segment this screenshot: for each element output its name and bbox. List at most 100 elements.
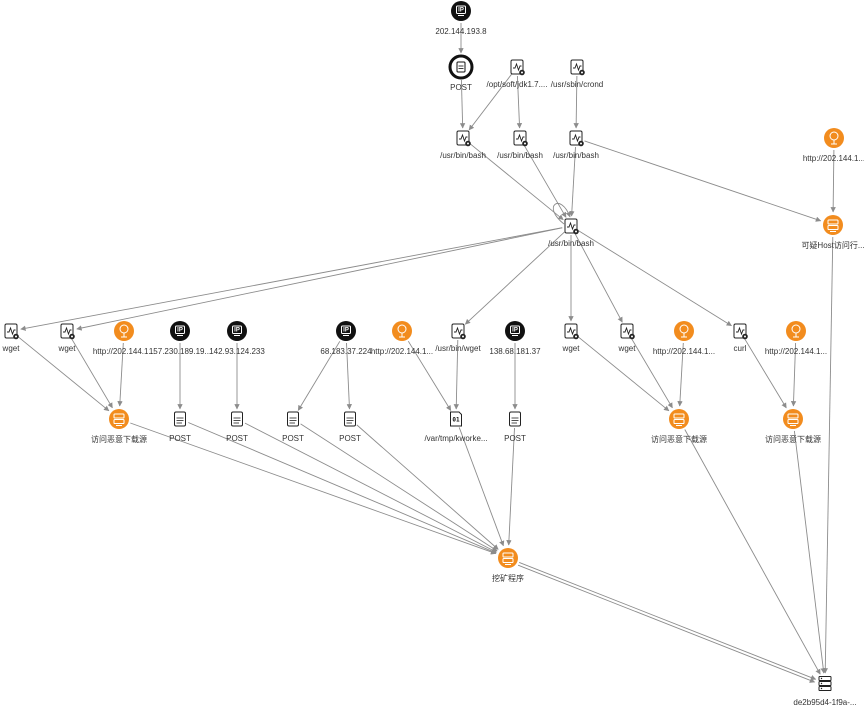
node-label: POST bbox=[226, 434, 248, 443]
node-alert_dl3[interactable]: 访问恶意下载源 bbox=[765, 409, 821, 444]
url-icon bbox=[786, 321, 806, 341]
node-ip_top[interactable]: IP 202.144.193.8 bbox=[435, 1, 487, 36]
node-bash_c[interactable]: /usr/bin/bash bbox=[548, 218, 594, 248]
node-label: POST bbox=[504, 434, 526, 443]
url-icon bbox=[114, 321, 134, 341]
edge-url_a-to-alert_dl1 bbox=[117, 342, 124, 407]
node-crond[interactable]: /usr/sbin/crond bbox=[551, 59, 603, 89]
node-label: de2b95d4-1f9a-... bbox=[793, 698, 856, 706]
process-icon bbox=[60, 323, 75, 340]
node-alert_dl2[interactable]: 访问恶意下载源 bbox=[651, 409, 707, 444]
node-label: http://202.144.1... bbox=[653, 347, 715, 356]
process-icon bbox=[570, 59, 585, 76]
node-label: /usr/bin/bash bbox=[553, 151, 599, 160]
edge-wget_b-to-alert_dl1 bbox=[71, 338, 113, 409]
svg-text:IP: IP bbox=[234, 328, 240, 334]
edge-jdk-to-bash2 bbox=[516, 75, 523, 129]
edge-url_c-to-alert_dl2 bbox=[677, 342, 684, 407]
node-label: 访问恶意下载源 bbox=[91, 434, 147, 444]
edge-curl-to-alert_dl3 bbox=[744, 338, 787, 409]
node-label: 可疑Host访问行... bbox=[801, 240, 864, 250]
edge-alert_host-to-host bbox=[822, 236, 834, 674]
node-bash3[interactable]: /usr/bin/bash bbox=[553, 130, 599, 160]
node-alert_dl1[interactable]: 访问恶意下载源 bbox=[91, 409, 147, 444]
node-label: 202.144.193.8 bbox=[435, 27, 487, 36]
node-post_top[interactable]: POST bbox=[448, 54, 474, 92]
node-wget_d[interactable]: wget bbox=[618, 323, 637, 353]
node-wget_a[interactable]: wget bbox=[2, 323, 21, 353]
node-label: 挖矿程序 bbox=[492, 573, 524, 583]
edge-post_1-to-mining bbox=[188, 422, 497, 554]
node-post_1[interactable]: POST bbox=[169, 411, 191, 443]
edge-bash_c-to-wget_a bbox=[20, 227, 563, 331]
ip-icon: IP bbox=[336, 321, 356, 341]
edge-post_top-to-bash1 bbox=[459, 79, 466, 129]
edge-post_4-to-mining bbox=[356, 424, 499, 550]
node-label: POST bbox=[282, 434, 304, 443]
node-mining[interactable]: 挖矿程序 bbox=[492, 548, 524, 583]
url-icon bbox=[392, 321, 412, 341]
node-url_d[interactable]: http://202.144.1... bbox=[765, 321, 827, 356]
node-bash1[interactable]: /usr/bin/bash bbox=[440, 130, 486, 160]
node-icon bbox=[344, 411, 356, 427]
ip-icon: IP bbox=[170, 321, 190, 341]
edge-bash_c-to-wget_d bbox=[574, 233, 623, 323]
node-label: 68.183.37.224 bbox=[320, 347, 372, 356]
edge-bash_c-to-wget_b bbox=[76, 227, 563, 331]
node-alert_host[interactable]: 可疑Host访问行... bbox=[801, 215, 864, 250]
edge-wget_d-to-alert_dl2 bbox=[631, 338, 673, 409]
node-label: wget bbox=[562, 344, 581, 353]
edge-url_tr-to-alert_host bbox=[830, 149, 836, 213]
node-icon bbox=[509, 411, 521, 427]
edge-bash_c-to-curl bbox=[578, 230, 732, 327]
node-wget_c[interactable]: wget bbox=[562, 323, 581, 353]
node-bash2[interactable]: /usr/bin/bash bbox=[497, 130, 543, 160]
node-label: curl bbox=[734, 344, 747, 353]
node-host[interactable]: de2b95d4-1f9a-... bbox=[793, 676, 857, 706]
svg-text:IP: IP bbox=[177, 328, 183, 334]
node-wget_path[interactable]: /usr/bin/wget bbox=[435, 323, 481, 353]
svg-text:IP: IP bbox=[512, 328, 518, 334]
node-ip_68[interactable]: IP 68.183.37.224 bbox=[320, 321, 372, 356]
edge-mining-to-host bbox=[519, 561, 817, 681]
process-icon bbox=[564, 218, 579, 235]
node-label: http://202.144.1... bbox=[803, 154, 864, 163]
edge-alert_dl3-to-host bbox=[793, 430, 826, 674]
process-icon bbox=[620, 323, 635, 340]
node-url_c[interactable]: http://202.144.1... bbox=[653, 321, 715, 356]
node-label: http://202.144.1... bbox=[765, 347, 827, 356]
edge-bash2-to-bash_c bbox=[524, 145, 567, 218]
edge-bash3-to-bash_c bbox=[569, 146, 576, 217]
node-label: 157.230.189.19... bbox=[149, 347, 211, 356]
node-url_b[interactable]: http://202.144.1... bbox=[371, 321, 433, 356]
node-post_4[interactable]: POST bbox=[339, 411, 361, 443]
node-ip_157[interactable]: IP 157.230.189.19... bbox=[149, 321, 211, 356]
node-jdk[interactable]: /opt/soft/jdk1.7.... bbox=[487, 59, 548, 89]
http-post-icon bbox=[448, 54, 474, 80]
node-label: POST bbox=[339, 434, 361, 443]
node-post_5[interactable]: POST bbox=[504, 411, 526, 443]
node-label: /usr/bin/bash bbox=[497, 151, 543, 160]
edge-wget_a-to-alert_dl1 bbox=[17, 336, 110, 412]
alert-server-icon bbox=[498, 548, 518, 568]
node-curl[interactable]: curl bbox=[733, 323, 748, 353]
node-url_tr[interactable]: http://202.144.1... bbox=[803, 128, 864, 163]
alert-server-icon bbox=[109, 409, 129, 429]
binary-file-icon: 01 bbox=[450, 411, 462, 427]
edge-url_b-to-kworker bbox=[407, 340, 452, 411]
node-url_a[interactable]: http://202.144.1... bbox=[93, 321, 155, 356]
node-post_2[interactable]: POST bbox=[226, 411, 248, 443]
edge-post_2-to-mining bbox=[244, 422, 497, 553]
node-icon bbox=[287, 411, 299, 427]
ip-icon: IP bbox=[451, 1, 471, 21]
process-icon bbox=[510, 59, 525, 76]
node-kworker[interactable]: 01/var/tmp/kworke... bbox=[424, 411, 488, 443]
node-label: wget bbox=[58, 344, 77, 353]
node-wget_b[interactable]: wget bbox=[58, 323, 77, 353]
url-icon bbox=[824, 128, 844, 148]
node-post_3[interactable]: POST bbox=[282, 411, 304, 443]
